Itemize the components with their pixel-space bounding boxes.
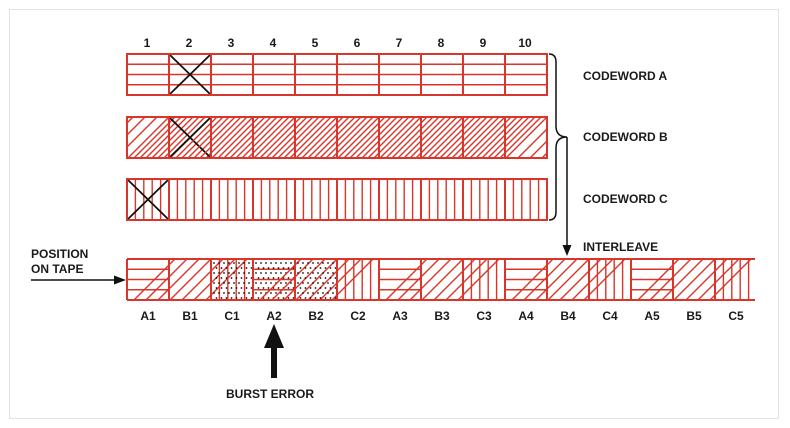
tape-cell-label: A2: [266, 309, 282, 323]
codeword-row: [127, 54, 547, 95]
codeword-cell: [337, 63, 379, 86]
codeword-cell: [127, 63, 169, 86]
tape-cell-label: C4: [602, 309, 618, 323]
diagram-frame: [9, 9, 779, 419]
burst-error-arrow: [264, 324, 284, 378]
tape-cell: [379, 268, 421, 291]
tape-labels: A1 B1 C1 A2 B2 C2 A3 B3 C3 A4 B4 C4 A5 B5 C5: [140, 309, 744, 323]
codeword-cell: [302, 179, 330, 220]
codeword-cell: [344, 179, 372, 220]
tape-cell: [470, 259, 498, 300]
column-numbers: 1 2 3 4 5 6 7 8 9 10: [144, 36, 532, 50]
codeword-cell: [260, 179, 288, 220]
codeword-b-label: CODEWORD B: [583, 130, 668, 144]
tape-cell: [259, 259, 374, 300]
tape-cell: [631, 268, 673, 291]
tape-cell: [505, 268, 547, 291]
codeword-cell: [427, 117, 542, 158]
codeword-cell: [386, 179, 414, 220]
column-number: 9: [480, 36, 487, 50]
tape-cell: [253, 262, 295, 299]
position-label-line2: ON TAPE: [31, 262, 83, 276]
tape-cell-label: B3: [434, 309, 450, 323]
tape-cell-label: B4: [560, 309, 576, 323]
error-cross-icon: [169, 117, 211, 158]
codeword-cell: [343, 117, 458, 158]
column-number: 10: [518, 36, 532, 50]
position-label-line1: POSITION: [31, 247, 88, 261]
codeword-cell: [428, 179, 456, 220]
codeword-grid: [126, 53, 548, 96]
tape-cell: [213, 259, 253, 300]
tape-cell-label: A1: [140, 309, 156, 323]
error-cross-icon: [169, 54, 211, 95]
codeword-grid: [126, 116, 548, 159]
codeword-row: [127, 179, 540, 220]
codeword-cell: [505, 63, 547, 86]
codeword-cell: [470, 179, 498, 220]
tape-strip: [126, 258, 755, 301]
codeword-row: [127, 117, 547, 158]
column-number: 7: [396, 36, 403, 50]
codeword-cell: [421, 63, 463, 86]
tape-cell-label: B5: [686, 309, 702, 323]
error-cross-icon: [127, 179, 169, 220]
codeword-cell: [169, 54, 211, 95]
codeword-cell: [253, 63, 295, 86]
tape-cell: [637, 259, 752, 300]
column-number: 4: [270, 36, 277, 50]
codeword-cell: [512, 179, 540, 220]
tape-cell-label: C3: [476, 309, 492, 323]
codeword-cell: [463, 63, 505, 86]
tape-cell-label: C2: [350, 309, 366, 323]
column-number: 5: [312, 36, 319, 50]
tape-cell-label: B2: [308, 309, 324, 323]
tape-cell: [596, 259, 624, 300]
codeword-cell: [217, 117, 332, 158]
tape-cell-label: A5: [644, 309, 660, 323]
column-number: 3: [228, 36, 235, 50]
column-number: 8: [438, 36, 445, 50]
tape-cell: [127, 268, 169, 291]
burst-error-label: BURST ERROR: [226, 387, 314, 401]
codeword-cell: [259, 117, 374, 158]
codewords-brace: [548, 53, 568, 221]
column-number: 1: [144, 36, 151, 50]
codeword-grid: [126, 178, 548, 221]
tape-cell-label: A3: [392, 309, 408, 323]
codeword-cell: [469, 117, 547, 158]
codeword-cell: [133, 117, 248, 158]
tape-cell-label: C1: [224, 309, 240, 323]
interleave-label: INTERLEAVE: [583, 240, 658, 254]
codeword-cell: [301, 117, 416, 158]
column-number: 2: [186, 36, 193, 50]
interleave-arrow: [562, 137, 572, 256]
codeword-cell: [218, 179, 246, 220]
codeword-c-label: CODEWORD C: [583, 192, 668, 206]
tape-cell: [722, 259, 750, 300]
column-number: 6: [354, 36, 361, 50]
codeword-cell: [295, 63, 337, 86]
codeword-cell: [175, 117, 290, 158]
codeword-cell: [127, 117, 206, 158]
codeword-cell: [379, 63, 421, 86]
tape-cell-label: A4: [518, 309, 534, 323]
codeword-cell: [385, 117, 500, 158]
codeword-cell: [211, 63, 253, 86]
tape-cell-label: B1: [182, 309, 198, 323]
codeword-a-label: CODEWORD A: [583, 69, 668, 83]
tape-cell: [344, 259, 372, 300]
codeword-cell: [127, 179, 169, 220]
codeword-rows: [126, 53, 548, 221]
codeword-cell: [176, 179, 204, 220]
tape-cell-label: C5: [728, 309, 744, 323]
position-arrow: [31, 275, 126, 285]
